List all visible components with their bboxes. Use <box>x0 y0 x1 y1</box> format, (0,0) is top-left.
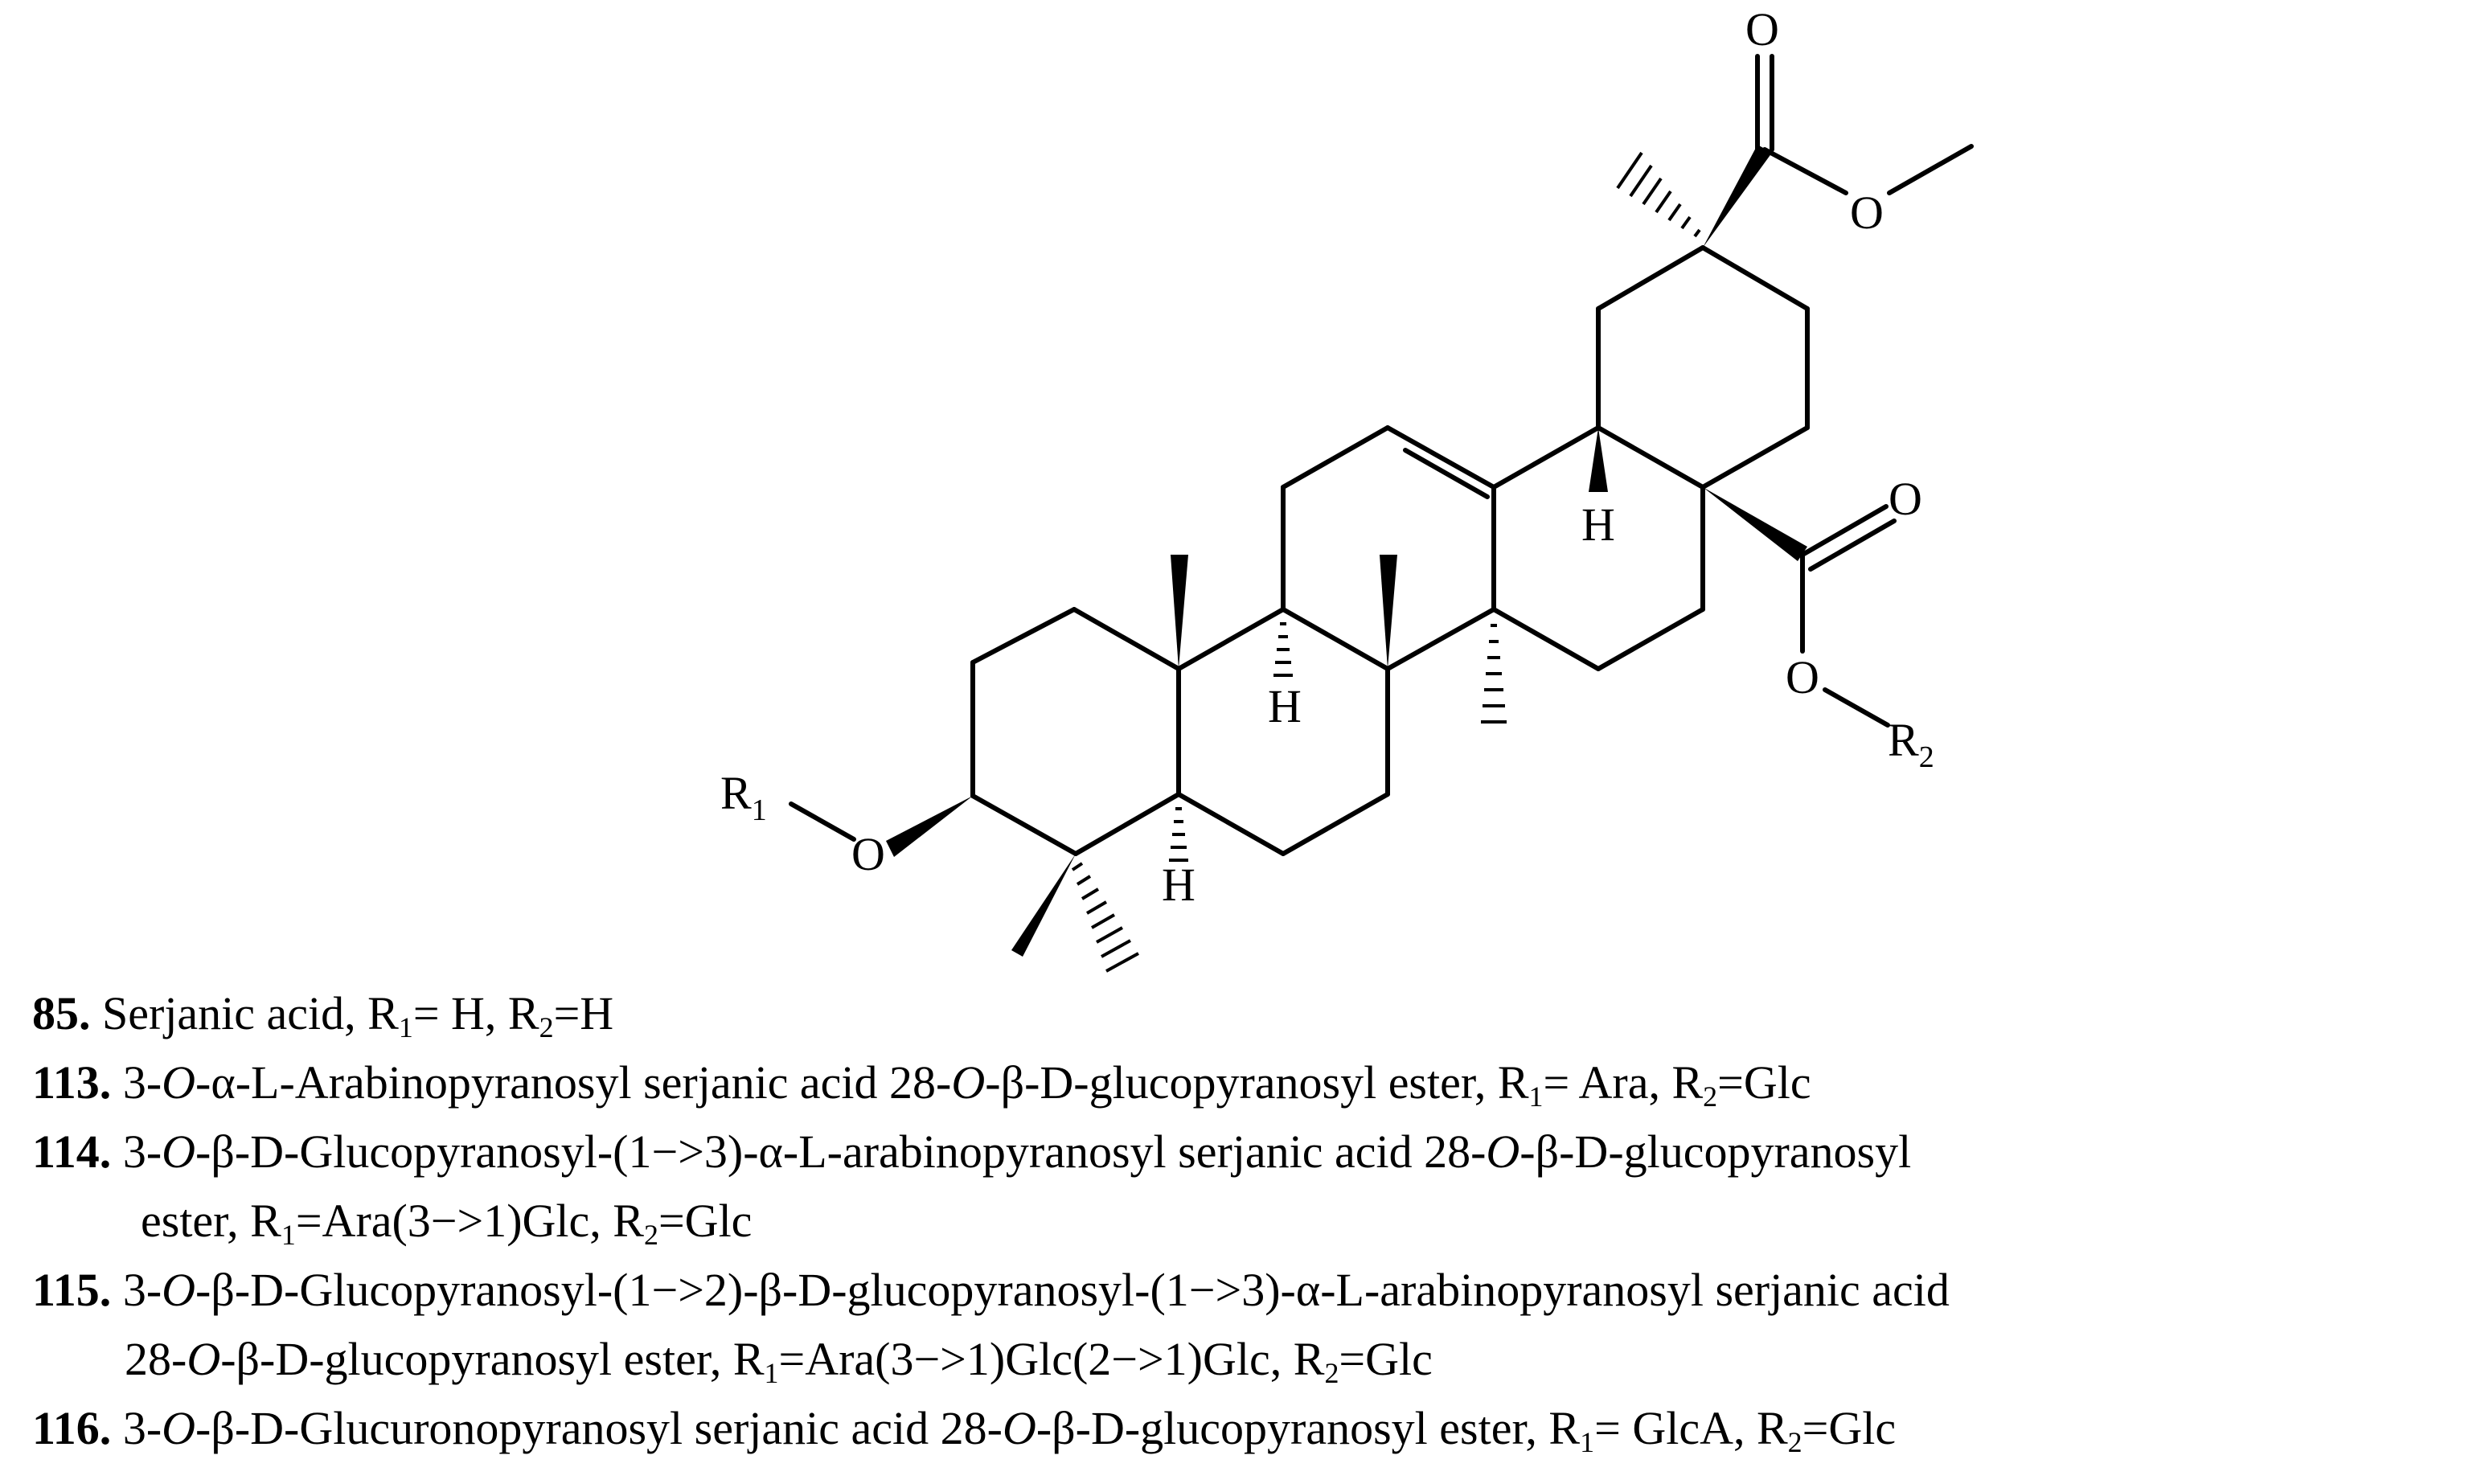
atom-h-c5: H <box>1162 859 1195 911</box>
c3-o-wedge <box>886 796 973 857</box>
ring-d <box>1491 425 1705 671</box>
compound-115-continuation: 28-O-β-D-glucopyranosyl ester, R1=Ara(3−… <box>125 1333 1433 1390</box>
ring-b <box>1176 607 1390 856</box>
atom-r2: R2 <box>1888 714 1934 774</box>
compound-number: 85. <box>32 987 91 1039</box>
r1-o-bond <box>789 801 856 842</box>
compound-114-continuation: ester, R1=Ara(3−>1)Glc, R2=Glc <box>141 1195 753 1252</box>
atom-h-c9: H <box>1268 680 1302 732</box>
o-methyl-bond <box>1887 144 1974 195</box>
c28-carbonyl-1 <box>1800 504 1889 557</box>
compound-114: 114. 3-O-β-D-Glucopyranosyl-(1−>3)-α-L-a… <box>32 1125 1912 1178</box>
c5-hash-h <box>1169 807 1188 862</box>
atom-o-c28-ester: O <box>1786 651 1819 703</box>
atom-o-c3: O <box>851 828 885 880</box>
c10-wedge-methyl <box>1171 555 1188 669</box>
compound-115: 115. 3-O-β-D-Glucopyranosyl-(1−>2)-β-D-g… <box>32 1264 1950 1316</box>
c14-hash-methyl <box>1481 624 1507 724</box>
atom-o-c28: O <box>1889 473 1922 525</box>
compound-116: 116. 3-O-β-D-Glucuronopyranosyl serjanic… <box>32 1402 1897 1459</box>
compound-number: 115. <box>32 1264 112 1316</box>
c8-wedge-methyl <box>1380 555 1397 669</box>
compound-113: 113. 3-O-α-L-Arabinopyranosyl serjanic a… <box>32 1056 1811 1113</box>
c9-hash-h <box>1273 622 1293 677</box>
c29-o-bond <box>1762 147 1848 195</box>
compound-number: 113. <box>32 1056 112 1109</box>
c28-carbonyl-2 <box>1808 519 1897 572</box>
atom-o-ester-top: O <box>1850 187 1884 239</box>
atom-h-c18: H <box>1581 498 1615 551</box>
ring-a <box>970 607 1181 856</box>
compound-list: 85. Serjanic acid, R1= H, R2=H 113. 3-O-… <box>32 979 2457 1463</box>
compound-number: 116. <box>32 1402 112 1454</box>
ring-c <box>1281 425 1496 671</box>
c20-hash-methyl <box>1616 151 1701 238</box>
c4-hash-methyl <box>1071 862 1139 973</box>
compound-number: 114. <box>32 1125 112 1178</box>
c18-wedge-h <box>1589 428 1608 492</box>
c20-wedge-ester <box>1703 145 1772 248</box>
ring-e <box>1596 245 1810 490</box>
c4-wedge-methyl <box>1011 854 1076 957</box>
c17-wedge-c28 <box>1703 487 1807 561</box>
r2-o-bond <box>1823 687 1890 728</box>
atom-r1: R1 <box>720 767 767 827</box>
atom-o-top: O <box>1745 3 1779 55</box>
compound-85: 85. Serjanic acid, R1= H, R2=H <box>32 987 614 1044</box>
